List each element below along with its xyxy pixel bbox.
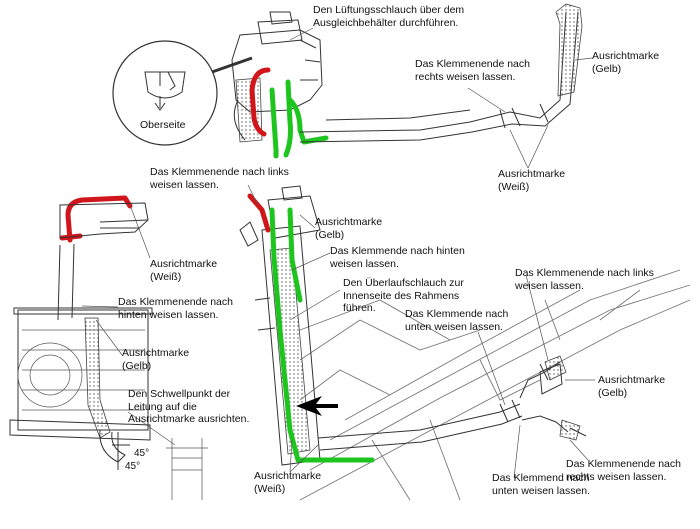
label-detail-caption: Oberseite [140, 119, 186, 131]
label-mid-mark-yellow: Ausrichtmarke (Gelb) [315, 216, 383, 241]
label-right-clamp-right: Das Klemmenende nach rechts weisen lasse… [566, 458, 681, 483]
label-left-mark-white: Ausrichtmarke (Weiß) [150, 258, 218, 283]
label-left-mark-yellow: Ausrichtmarke (Gelb) [122, 347, 190, 372]
label-mid-clamp-down: Das Klemmende nach unten weisen lassen. [405, 308, 509, 333]
callout-leaders [81, 27, 595, 479]
label-top-mark-yellow: Ausrichtmarke (Gelb) [592, 50, 660, 75]
label-hose-routing: Den Lüftungsschlauch über dem Ausgleichb… [313, 4, 465, 29]
label-right-mark-yellow: Ausrichtmarke (Gelb) [598, 374, 666, 399]
label-angle-a: 45° [134, 448, 150, 459]
top-view-assembly [112, 3, 583, 159]
label-mid-clamp-left: Das Klemmenende nach links weisen lassen… [150, 166, 289, 191]
frame-assembly [239, 185, 691, 501]
label-angle-b: 45° [125, 461, 141, 472]
left-radiator-assembly [9, 195, 208, 500]
detail-magnifier [112, 40, 218, 146]
label-bottom-mark-white: Ausrichtmarke (Weiß) [254, 470, 322, 495]
label-top-clamp-right: Das Klemmenende nach rechts weisen lasse… [415, 58, 530, 83]
direction-arrow [296, 396, 338, 416]
label-mid-clamp-back: Das Klemmende nach hinten weisen lassen. [330, 245, 465, 270]
label-weld-point: Den Schwellpunkt der Leitung auf die Aus… [128, 388, 250, 425]
label-bottom-clamp-down: Das Klemmend nach unten weisen lassen. [492, 472, 591, 497]
label-top-mark-white: Ausrichtmarke (Weiß) [498, 168, 566, 193]
label-overflow-hose: Den Überlaufschlauch zur Innenseite des … [343, 277, 464, 314]
label-right-clamp-left: Das Klemmenende nach links weisen lassen… [515, 267, 654, 292]
label-left-clamp-back: Das Klemmenende nach hinten weisen lasse… [118, 296, 233, 321]
